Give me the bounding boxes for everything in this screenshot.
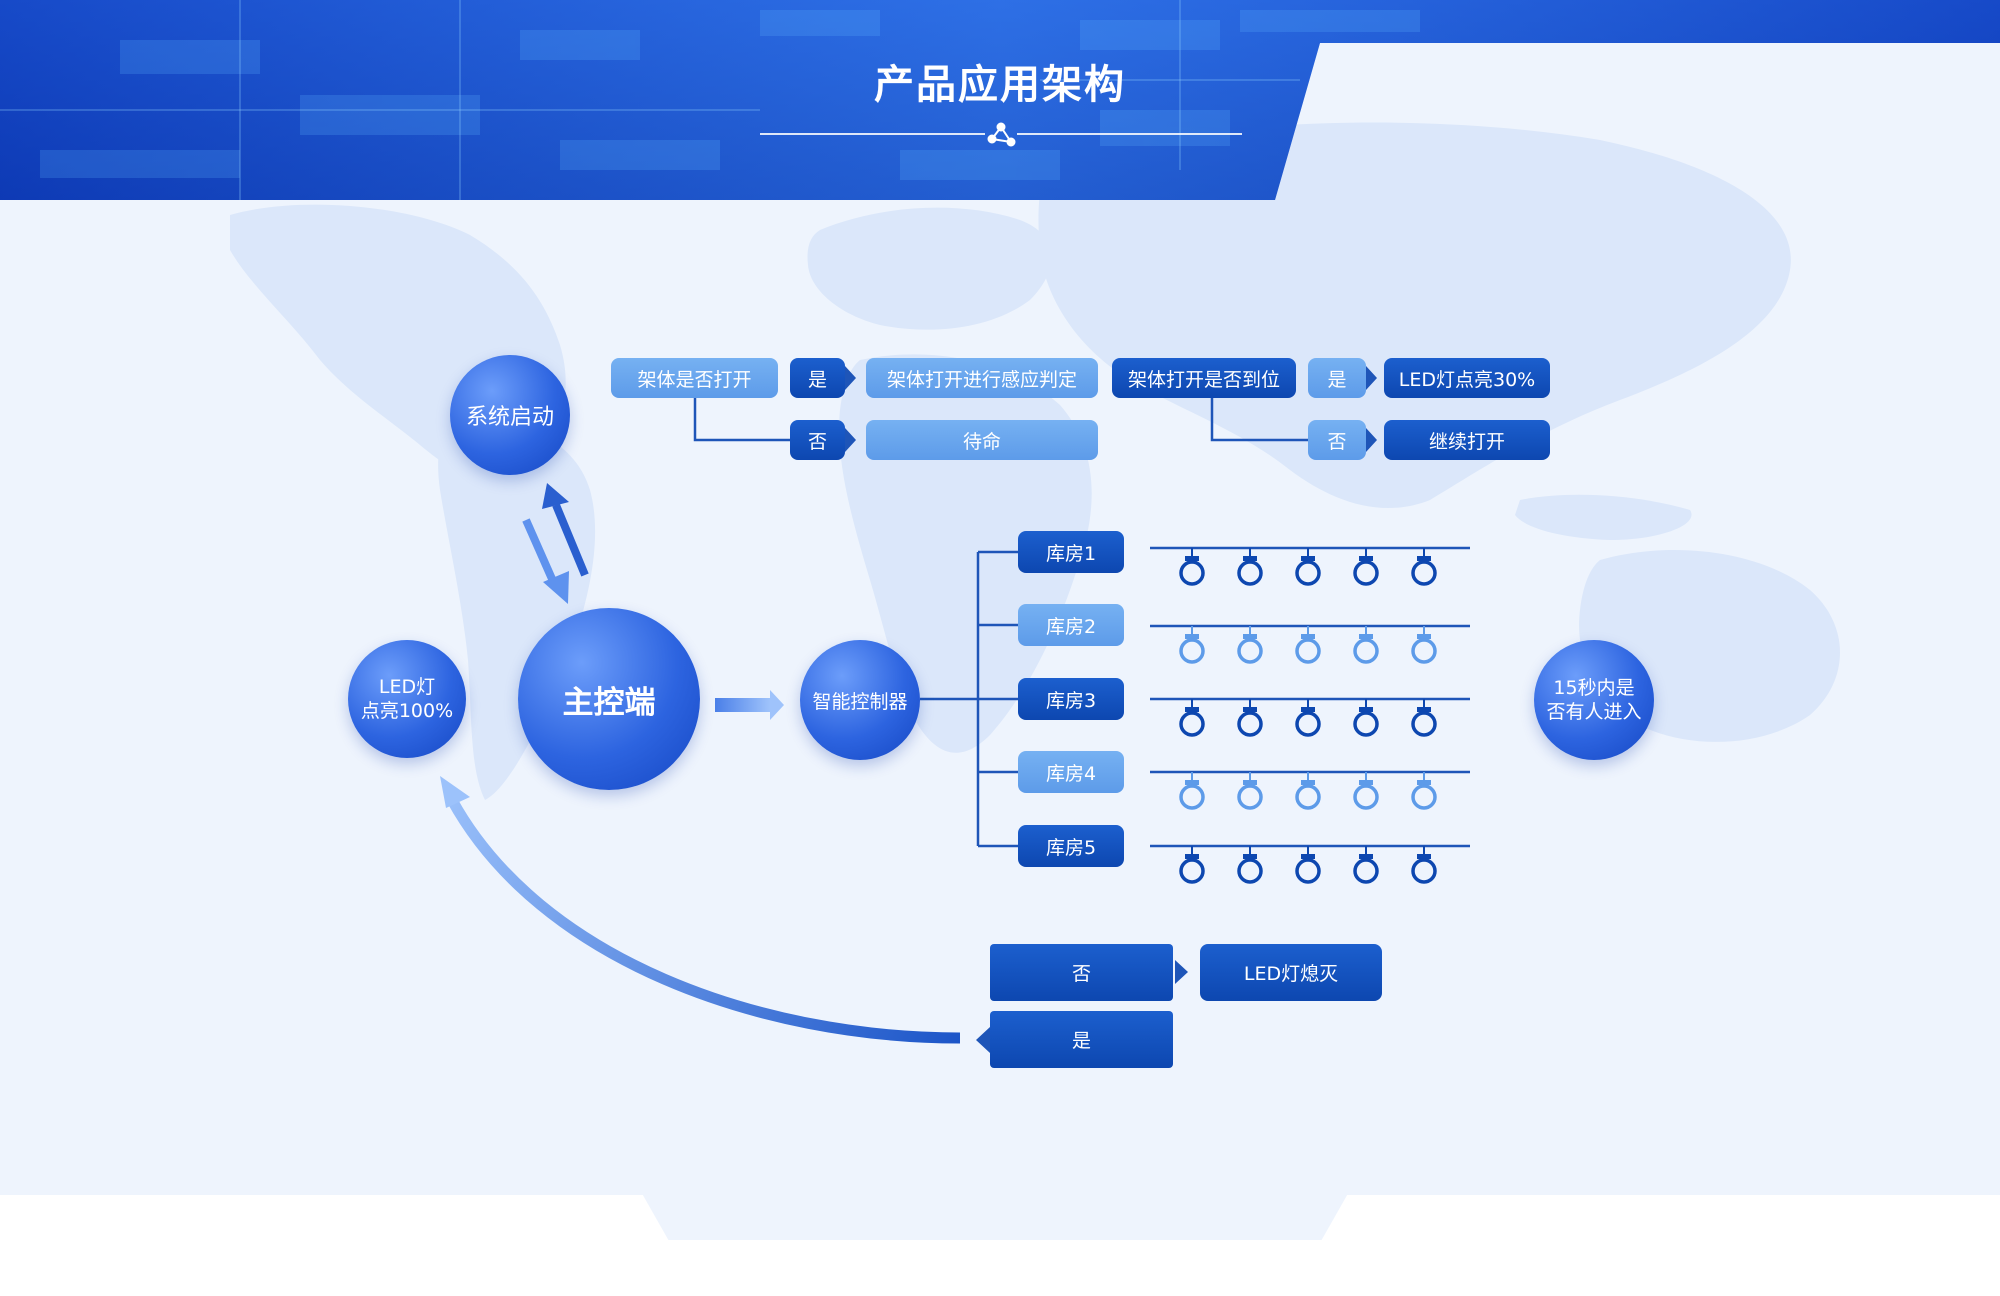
led-full-line2: 点亮100% <box>360 700 454 722</box>
rack-open-question-box: 架体是否打开 <box>611 358 778 398</box>
map-europe <box>807 207 1052 330</box>
page-title: 产品应用架构 <box>874 62 1126 108</box>
led-full-line1: LED灯 <box>378 676 436 698</box>
yes1-box: 是 <box>790 358 845 398</box>
main-controller-label: 主控端 <box>562 684 656 721</box>
title-divider-left <box>760 133 985 135</box>
main-controller-node: 主控端 <box>518 608 700 790</box>
smart-controller-node: 智能控制器 <box>800 640 920 760</box>
smart-controller-label: 智能控制器 <box>812 690 908 713</box>
detect-15s-line1: 15秒内是 <box>1553 677 1635 699</box>
standby-box: 待命 <box>866 420 1098 460</box>
led-full-node: LED灯 点亮100% <box>348 640 466 758</box>
yes-bottom-box: 是 <box>990 1011 1173 1068</box>
led-off-box: LED灯熄灭 <box>1200 944 1382 1001</box>
title-divider-right <box>1017 133 1242 135</box>
system-start-node: 系统启动 <box>450 355 570 475</box>
keep-open-box: 继续打开 <box>1384 420 1550 460</box>
warehouse-5-box: 库房5 <box>1018 825 1124 867</box>
rack-in-place-question-box: 架体打开是否到位 <box>1112 358 1296 398</box>
sensing-box: 架体打开进行感应判定 <box>866 358 1098 398</box>
no-bottom-box: 否 <box>990 944 1173 1001</box>
map-indonesia <box>1515 494 1692 540</box>
detect-15s-line2: 否有人进入 <box>1546 701 1642 723</box>
banner-tech-tiles <box>40 10 1420 180</box>
background-bottom-tab <box>640 1190 1350 1240</box>
warehouse-2-box: 库房2 <box>1018 604 1124 646</box>
warehouse-3-box: 库房3 <box>1018 678 1124 720</box>
header-banner <box>0 0 2000 200</box>
system-start-label: 系统启动 <box>465 405 554 430</box>
detect-15s-node: 15秒内是 否有人进入 <box>1534 640 1654 760</box>
no1-box: 否 <box>790 420 845 460</box>
share-nodes-icon <box>987 122 1016 147</box>
yes2-box: 是 <box>1308 358 1366 398</box>
warehouse-1-box: 库房1 <box>1018 531 1124 573</box>
led-30-box: LED灯点亮30% <box>1384 358 1550 398</box>
no2-box: 否 <box>1308 420 1366 460</box>
warehouse-4-box: 库房4 <box>1018 751 1124 793</box>
banner-tech-lines <box>0 0 1300 200</box>
